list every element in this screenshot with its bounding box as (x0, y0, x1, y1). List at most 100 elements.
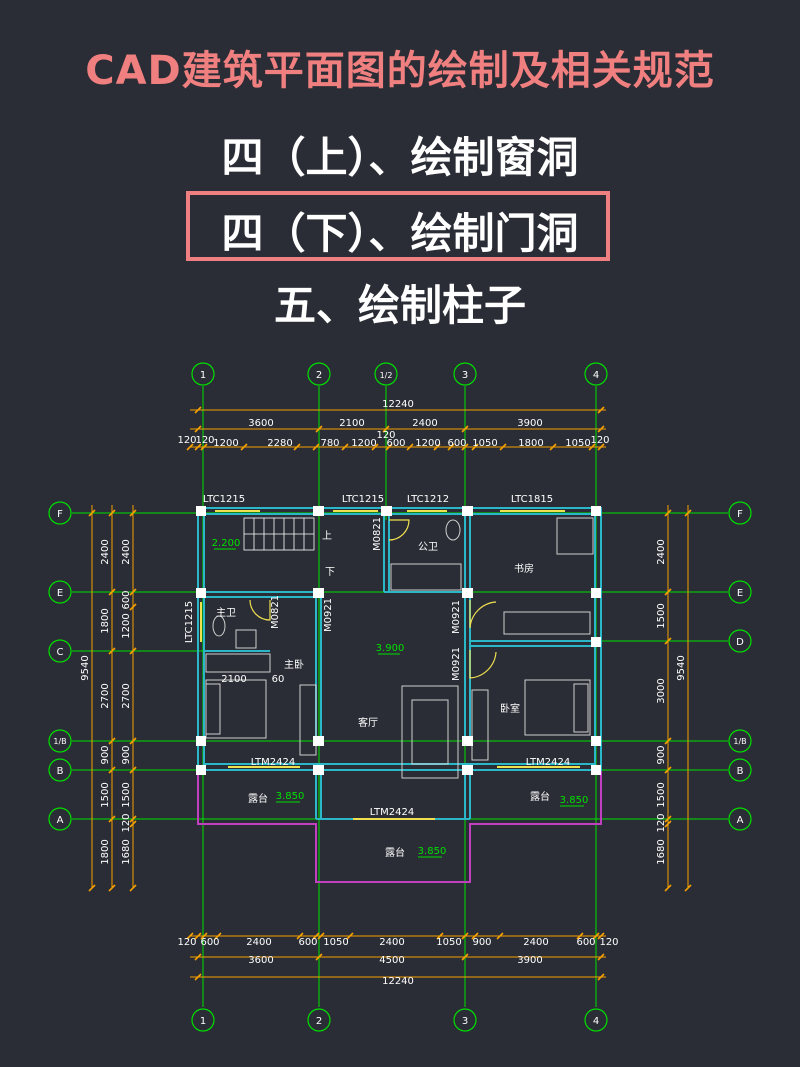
dim-tick (496, 932, 504, 940)
axis-label: D (736, 637, 744, 648)
bath-counter (390, 563, 462, 591)
dim-label: 120 (590, 435, 609, 446)
balcony-label: 露台 (385, 846, 405, 859)
stairs (243, 517, 315, 551)
dim-tick (684, 884, 692, 892)
door-label: M0921 (451, 647, 462, 681)
dim-tick (129, 820, 137, 828)
dim-tick (576, 932, 584, 940)
dim-label: 1050 (436, 937, 461, 948)
window-label: LTM2424 (251, 757, 295, 768)
dim-tick (664, 815, 672, 823)
dim-tick (194, 973, 202, 981)
door-swings (249, 519, 497, 679)
dim-label: 1500 (121, 782, 132, 807)
master-bath-label: 主卫 (216, 607, 236, 619)
dim-label: 1200 (213, 438, 238, 449)
dim-tick (371, 443, 379, 451)
living-room-label: 客厅 (358, 716, 378, 729)
axis-label: F (737, 509, 743, 520)
dim-tick (108, 884, 116, 892)
dim-tick (108, 647, 116, 655)
dim-tick (664, 884, 672, 892)
dimension-lines (91, 409, 689, 978)
dim-label: 2400 (100, 539, 111, 564)
axis-label: 1 (200, 370, 206, 381)
dim-label: 2400 (412, 418, 437, 429)
dim-label: 900 (472, 937, 491, 948)
dim-tick (597, 443, 605, 451)
bedroom-label: 卧室 (500, 702, 520, 715)
dim-label: 1500 (656, 782, 667, 807)
dim-tick (200, 443, 208, 451)
dim-tick (664, 766, 672, 774)
dim-tick (293, 443, 301, 451)
dim-label: 900 (100, 745, 111, 764)
dim-label: 1200 (351, 438, 376, 449)
dim-label: 120 (656, 813, 667, 832)
dim-tick (317, 932, 325, 940)
top-dimensions: 12240 3600 2100 2400 3900 120 120 1200 2… (177, 399, 609, 449)
dim-tick (461, 932, 469, 940)
axis-label: E (737, 588, 743, 599)
dim-tick (664, 509, 672, 517)
dim-label: 2280 (267, 438, 292, 449)
dim-tick (129, 588, 137, 596)
window-label: LTM2424 (526, 757, 570, 768)
dim-label: 2400 (379, 937, 404, 948)
dim-tick (385, 443, 393, 451)
dim-tick (382, 425, 390, 433)
dim-label: 2100 (221, 674, 246, 685)
door-labels: M0821 M0821 M0921 M0921 M0921 (270, 517, 462, 681)
dim-label: 2400 (656, 539, 667, 564)
master-bed (205, 679, 267, 739)
axis-label: 1 (200, 1016, 206, 1027)
axis-labels-bottom: 1 2 3 4 (200, 1016, 599, 1027)
dim-tick (108, 815, 116, 823)
dim-label: 9540 (676, 655, 687, 680)
dim-label: 1680 (121, 839, 132, 864)
room-labels: 上 下 2.200 公卫 书房 主卫 主卧 3.900 客厅 卧室 露台 3.8… (212, 530, 589, 859)
dim-tick (129, 884, 137, 892)
dim-label: 600 (386, 438, 405, 449)
axis-bubbles-left (48, 501, 72, 831)
dim-label: 4500 (379, 955, 404, 966)
dim-label: 1800 (100, 839, 111, 864)
dim-tick (597, 406, 605, 414)
dim-label: 1050 (565, 438, 590, 449)
dim-label: 780 (320, 438, 339, 449)
page-title: CAD建筑平面图的绘制及相关规范 (85, 48, 715, 94)
dim-label: 3600 (248, 418, 273, 429)
dim-label: 1800 (100, 608, 111, 633)
dim-label: 1050 (323, 937, 348, 948)
dim-tick (194, 932, 202, 940)
dim-tick (588, 443, 596, 451)
dim-tick (461, 953, 469, 961)
dim-tick (129, 647, 137, 655)
dim-label: 120 (195, 435, 214, 446)
level-markers (214, 548, 584, 858)
dim-label: 3000 (656, 678, 667, 703)
dim-tick (108, 737, 116, 745)
study-label: 书房 (514, 562, 534, 575)
axis-label: 3 (462, 370, 468, 381)
dim-label: 2700 (121, 683, 132, 708)
dim-label: 120 (376, 430, 395, 441)
dim-tick (436, 932, 444, 940)
window-label: LTC1215 (342, 494, 384, 505)
dim-label: 1050 (472, 438, 497, 449)
axis-lines (72, 386, 728, 1007)
axis-label: A (57, 815, 64, 826)
dim-label: 1200 (415, 438, 440, 449)
bottom-dimensions: 120 600 2400 600 1050 2400 1050 900 2400… (177, 937, 618, 987)
dim-tick (129, 603, 137, 611)
door-label: M0921 (323, 598, 334, 632)
axis-label: A (737, 815, 744, 826)
dim-label: 120 (121, 813, 132, 832)
dim-label: 600 (121, 590, 132, 609)
balcony-label: 露台 (248, 792, 268, 805)
dim-tick (194, 443, 202, 451)
dim-label: 9540 (80, 655, 91, 680)
dim-label: 900 (121, 745, 132, 764)
